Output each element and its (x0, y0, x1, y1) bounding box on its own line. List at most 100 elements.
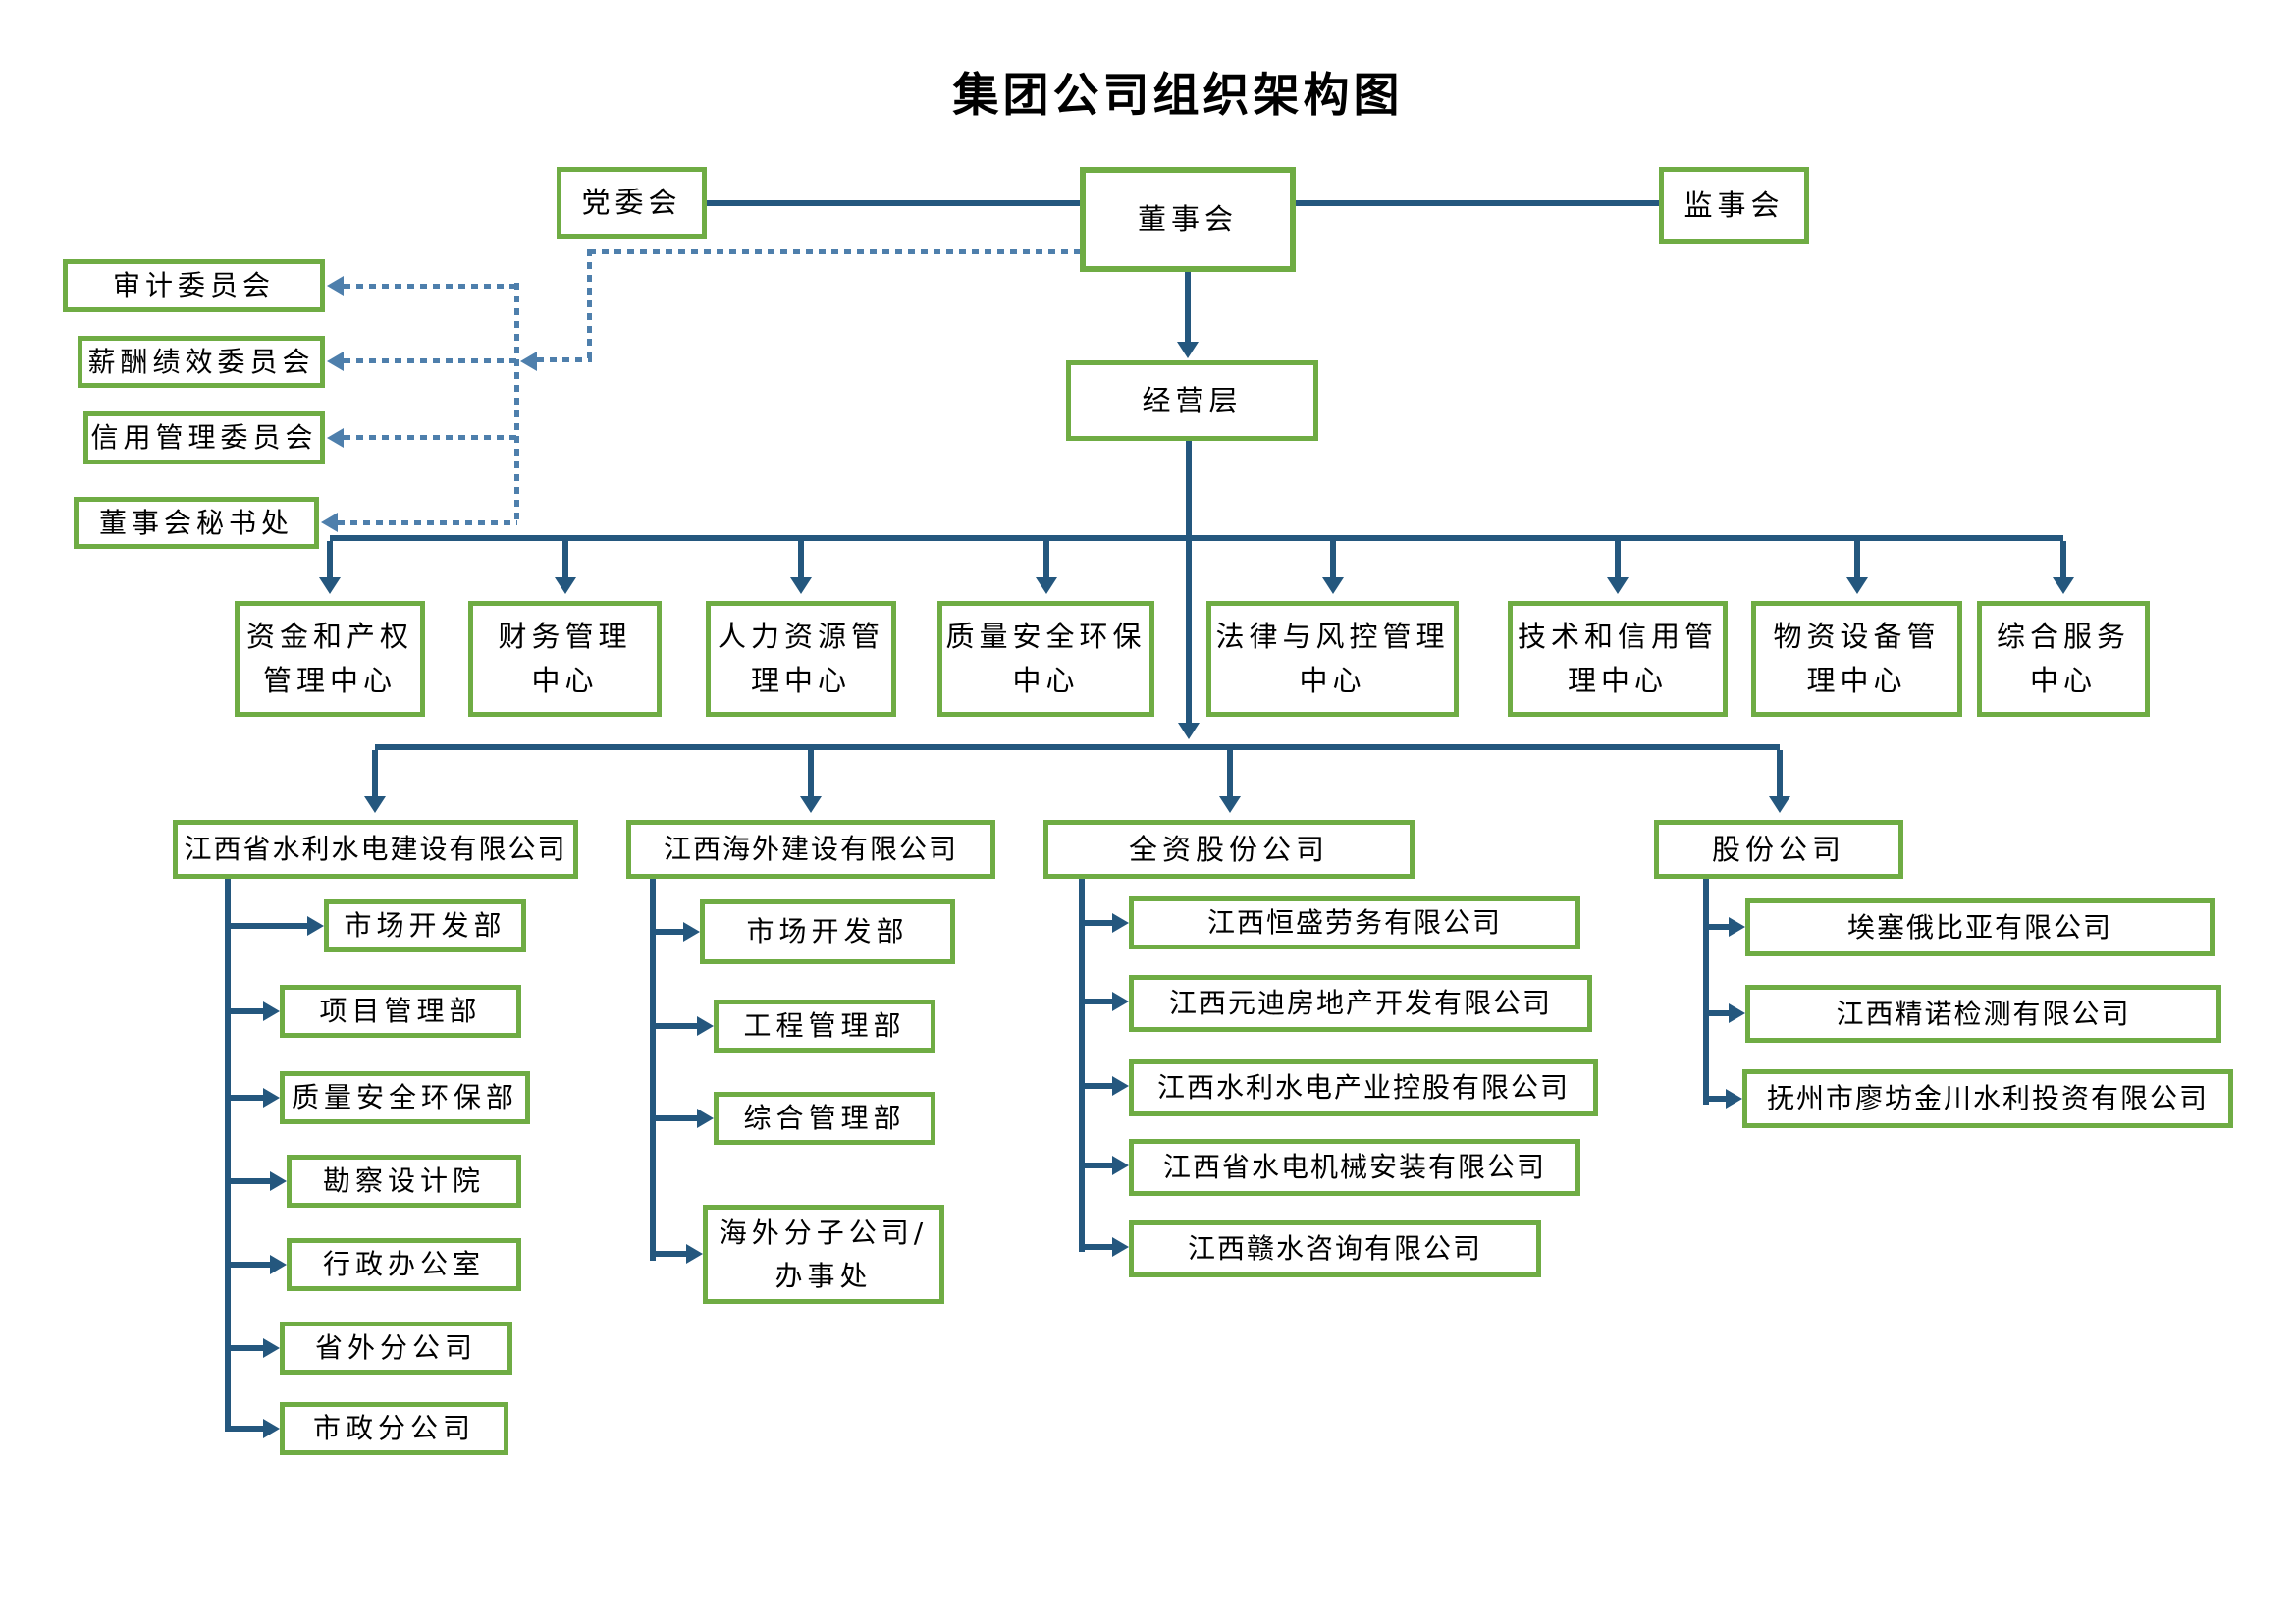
drop-group-2 (808, 750, 814, 797)
dotted-line-feeder-vertical (587, 249, 592, 359)
arrowhead-g2-2 (697, 1016, 714, 1036)
line-groups-distribution (375, 744, 1780, 750)
g1-item-market-development: 市场开发部 (324, 899, 526, 952)
g2-item-general-management: 综合管理部 (714, 1092, 935, 1145)
box-board-secretariat: 董事会秘书处 (74, 497, 319, 549)
arrowhead-g3-3 (1112, 1076, 1129, 1096)
arrowhead-center-2 (555, 577, 576, 594)
page-title: 集团公司组织架构图 (952, 69, 1404, 123)
arrowhead-g2-1 (683, 922, 700, 942)
box-credit-management-committee: 信用管理委员会 (83, 411, 325, 464)
drop-center-6 (1615, 541, 1621, 578)
arrowhead-center-3 (790, 577, 812, 594)
branch-g1-6 (225, 1345, 263, 1351)
arrowhead-g2-3 (697, 1109, 714, 1128)
arrowhead-g3-2 (1112, 992, 1129, 1011)
g1-item-municipal-branch: 市政分公司 (280, 1402, 508, 1455)
spine-group-4 (1703, 879, 1709, 1105)
g2-item-overseas-subsidiaries-offices: 海外分子公司/ 办事处 (703, 1205, 944, 1304)
line-centers-distribution (330, 535, 2063, 541)
dotted-branch-compensation (344, 358, 517, 363)
branch-g3-1 (1079, 920, 1112, 926)
g1-item-quality-safety-environment: 质量安全环保部 (280, 1071, 530, 1124)
branch-g3-4 (1079, 1163, 1112, 1168)
g4-item-jingnuo-testing: 江西精诺检测有限公司 (1745, 985, 2221, 1043)
box-party-committee: 党委会 (557, 167, 707, 239)
center-general-services: 综合服务 中心 (1977, 601, 2150, 717)
g3-item-yuandi-real-estate: 江西元迪房地产开发有限公司 (1129, 975, 1592, 1032)
arrowhead-g1-4 (270, 1171, 287, 1191)
dotted-branch-credit (344, 435, 517, 440)
arrowhead-audit (327, 276, 344, 296)
g3-item-hengsheng-labor: 江西恒盛劳务有限公司 (1129, 896, 1580, 949)
line-party-to-board (707, 200, 1080, 206)
arrowhead-g3-5 (1112, 1237, 1129, 1257)
arrowhead-g1-1 (307, 916, 324, 936)
arrowhead-center-4 (1036, 577, 1057, 594)
arrowhead-g3-1 (1112, 913, 1129, 933)
arrowhead-group-1 (364, 796, 386, 813)
line-management-down (1186, 441, 1192, 724)
arrowhead-group-4 (1769, 796, 1790, 813)
arrowhead-g4-3 (1726, 1089, 1742, 1109)
branch-g4-1 (1703, 924, 1729, 930)
arrowhead-center-7 (1846, 577, 1868, 594)
box-audit-committee: 审计委员会 (63, 259, 325, 312)
branch-g3-5 (1079, 1244, 1112, 1250)
g1-item-administrative-office: 行政办公室 (287, 1238, 521, 1291)
box-supervisory-board: 监事会 (1659, 167, 1809, 244)
arrowhead-center-1 (319, 577, 341, 594)
g2-item-market-development: 市场开发部 (700, 899, 955, 964)
branch-g4-3 (1703, 1096, 1726, 1102)
box-board-of-directors: 董事会 (1080, 167, 1296, 272)
drop-group-1 (372, 750, 378, 797)
spine-group-2 (650, 879, 656, 1261)
arrowhead-group-3 (1219, 796, 1241, 813)
arrowhead-g1-2 (263, 1001, 280, 1021)
arrowhead-management-to-groupline (1178, 723, 1200, 739)
arrowhead-g4-2 (1729, 1003, 1745, 1023)
spine-group-1 (225, 879, 231, 1432)
g2-item-engineering-management: 工程管理部 (714, 1000, 935, 1053)
group-wholly-owned-companies: 全资股份公司 (1043, 820, 1415, 879)
center-finance: 财务管理 中心 (468, 601, 662, 717)
g4-item-ethiopia-company: 埃塞俄比亚有限公司 (1745, 898, 2215, 956)
branch-g3-2 (1079, 999, 1112, 1004)
box-compensation-performance-committee: 薪酬绩效委员会 (78, 336, 325, 388)
dotted-branch-audit (344, 284, 517, 289)
arrowhead-g1-3 (263, 1088, 280, 1108)
arrowhead-to-management (1177, 342, 1199, 358)
arrowhead-g4-1 (1729, 917, 1745, 937)
branch-g2-1 (650, 929, 683, 935)
arrowhead-g1-7 (263, 1419, 280, 1438)
center-quality-safety-environment: 质量安全环保 中心 (937, 601, 1154, 717)
drop-center-3 (798, 541, 804, 578)
spine-group-3 (1079, 879, 1085, 1252)
center-human-resources: 人力资源管 理中心 (706, 601, 896, 717)
box-management-level: 经营层 (1066, 360, 1318, 441)
arrowhead-g1-6 (263, 1338, 280, 1358)
g1-item-survey-design-institute: 勘察设计院 (287, 1155, 521, 1208)
arrowhead-compensation (327, 352, 344, 371)
arrowhead-center-8 (2053, 577, 2074, 594)
branch-g1-5 (225, 1262, 270, 1268)
group-overseas-construction: 江西海外建设有限公司 (626, 820, 995, 879)
branch-g3-3 (1079, 1083, 1112, 1089)
drop-center-7 (1854, 541, 1860, 578)
arrowhead-center-6 (1607, 577, 1629, 594)
dotted-line-feeder-stub (537, 357, 592, 362)
branch-g1-7 (225, 1426, 263, 1432)
drop-center-4 (1043, 541, 1049, 578)
center-legal-risk-control: 法律与风控管理 中心 (1206, 601, 1459, 717)
g1-item-project-management: 项目管理部 (280, 985, 521, 1038)
center-funds-property: 资金和产权 管理中心 (235, 601, 425, 717)
dotted-line-committee-spine (514, 283, 519, 525)
branch-g2-4 (650, 1251, 686, 1257)
drop-center-2 (562, 541, 568, 578)
g3-item-water-industry-holding: 江西水利水电产业控股有限公司 (1129, 1059, 1598, 1116)
arrowhead-center-5 (1322, 577, 1344, 594)
line-board-to-management (1185, 272, 1191, 343)
drop-group-3 (1227, 750, 1233, 797)
g3-item-hydropower-machinery-installation: 江西省水电机械安装有限公司 (1129, 1139, 1580, 1196)
